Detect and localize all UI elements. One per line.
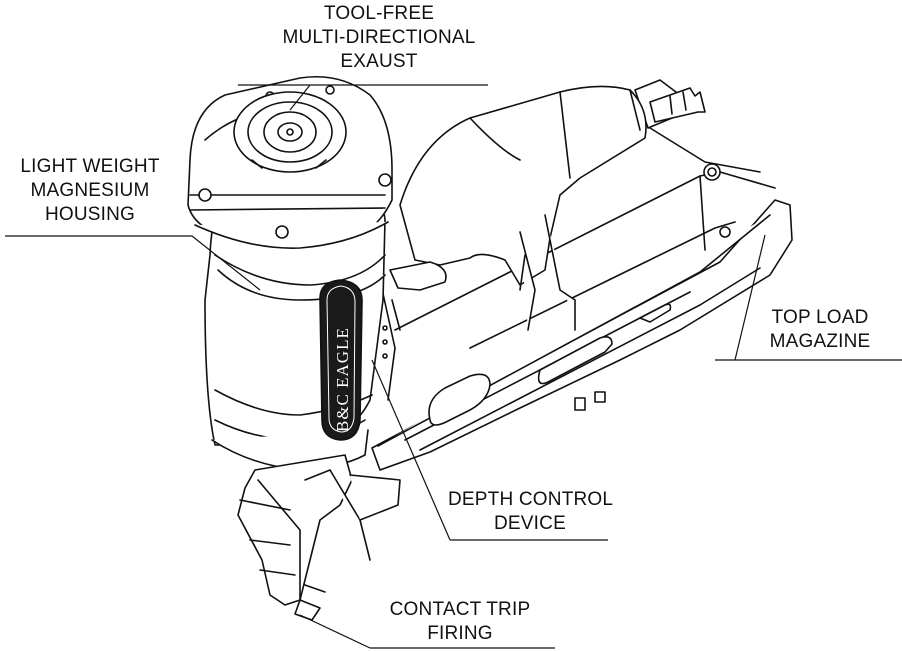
callout-magazine-line-2: MAGAZINE bbox=[769, 331, 871, 352]
leader-trip-pointer bbox=[299, 614, 371, 649]
callout-trip-line-2: FIRING bbox=[427, 623, 493, 644]
trigger bbox=[379, 261, 447, 401]
callout-magazine-line-1: TOP LOAD bbox=[771, 307, 869, 328]
magazine-window-1 bbox=[428, 373, 491, 426]
leader-depth-pointer bbox=[371, 359, 451, 541]
magazine-rail bbox=[371, 171, 793, 471]
brand-badge bbox=[319, 279, 363, 441]
leader-exhaust-pointer bbox=[289, 84, 311, 111]
callout-depth-line-1: DEPTH CONTROL bbox=[448, 489, 614, 510]
leader-housing bbox=[5, 235, 261, 291]
callout-housing-line-2: MAGNESIUM bbox=[30, 180, 150, 201]
callout-depth: DEPTH CONTROL DEVICE bbox=[448, 488, 614, 536]
callout-trip-line-1: CONTACT TRIP bbox=[389, 599, 531, 620]
callout-exhaust-line-1: TOOL-FREE bbox=[323, 3, 435, 24]
nose-assembly bbox=[237, 454, 401, 621]
callout-magazine: TOP LOAD MAGAZINE bbox=[750, 306, 890, 354]
callout-depth-line-2: DEVICE bbox=[494, 513, 566, 534]
leader-magazine-pointer bbox=[734, 234, 766, 361]
magazine-window-3 bbox=[639, 303, 672, 323]
callout-housing: LIGHT WEIGHT MAGNESIUM HOUSING bbox=[0, 155, 180, 227]
callout-housing-line-3: HOUSING bbox=[44, 204, 136, 225]
magazine-screw bbox=[719, 226, 731, 238]
callout-exhaust-line-3: EXAUST bbox=[340, 51, 418, 72]
callout-trip: CONTACT TRIP FIRING bbox=[370, 598, 550, 646]
callout-exhaust-line-2: MULTI-DIRECTIONAL bbox=[282, 27, 476, 48]
brand-logo: B&C EAGLE bbox=[333, 327, 352, 432]
tool-handle bbox=[399, 85, 647, 331]
exhaust-dial bbox=[233, 91, 347, 173]
air-fitting bbox=[634, 79, 761, 181]
magazine-window-2 bbox=[537, 336, 613, 385]
callout-housing-line-1: LIGHT WEIGHT bbox=[20, 156, 160, 177]
callout-exhaust: TOOL-FREE MULTI-DIRECTIONAL EXAUST bbox=[268, 2, 490, 74]
